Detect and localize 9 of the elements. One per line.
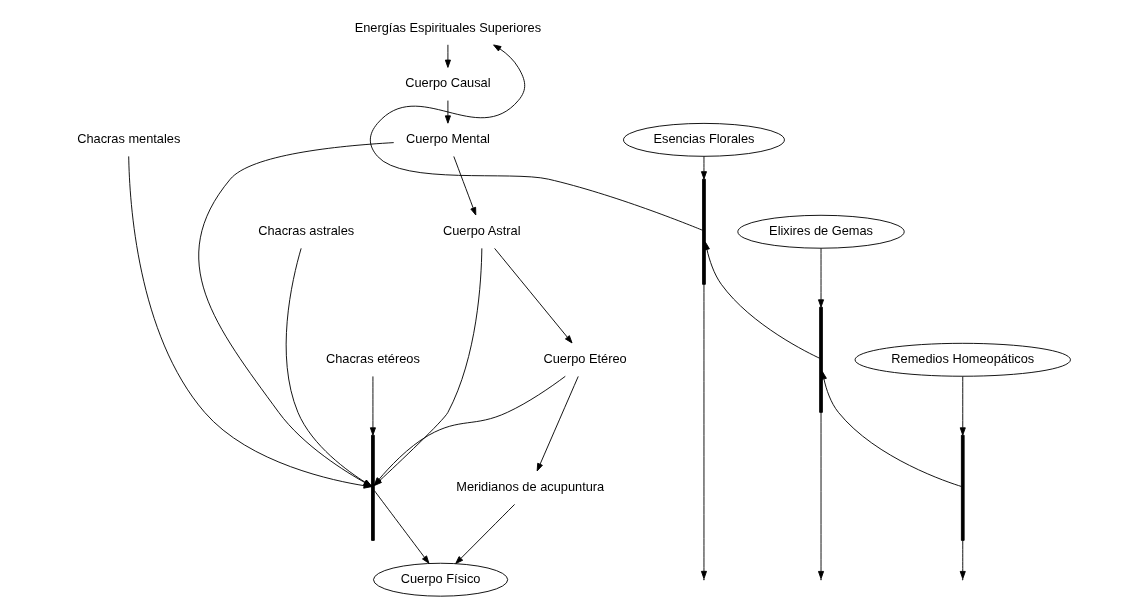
node-text: Chacras astrales — [257, 223, 354, 239]
node-text: Meridianos de acupuntura — [455, 479, 604, 495]
node-text: Chacras etéreos — [325, 351, 420, 367]
node-text: Energías Espirituales Superiores — [354, 19, 541, 35]
node-text: Cuerpo Etéreo — [542, 351, 627, 367]
node-text: Chacras mentales — [76, 131, 180, 147]
node-text: Cuerpo Mental — [405, 131, 490, 147]
node-text: Cuerpo Causal — [404, 75, 491, 91]
node-text: Cuerpo Astral — [442, 223, 521, 239]
